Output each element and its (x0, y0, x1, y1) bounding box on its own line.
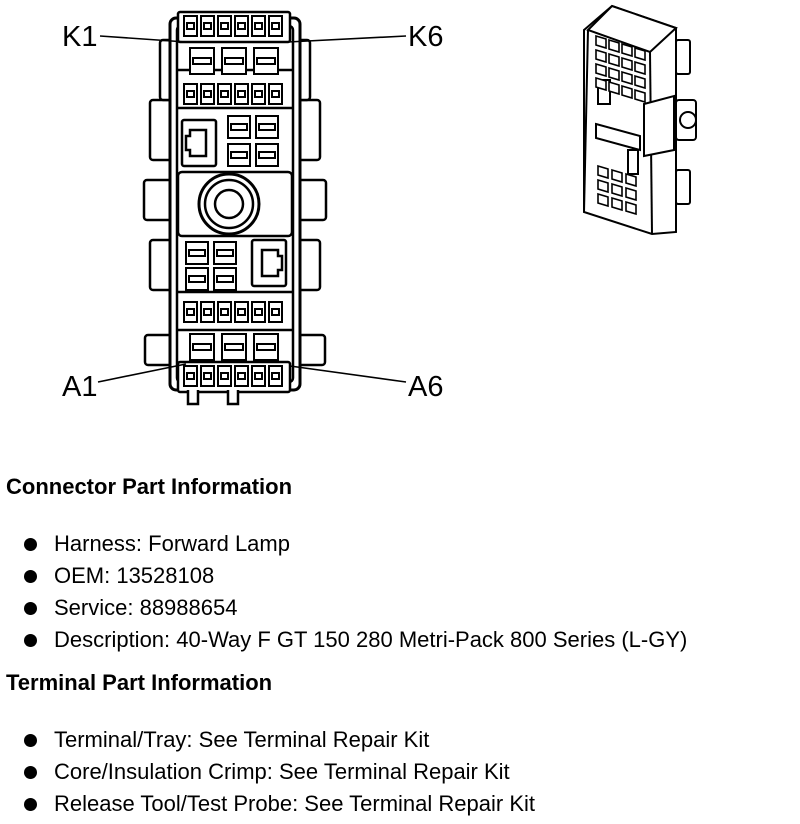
bullet-icon (24, 798, 37, 811)
iso-cavity (621, 42, 633, 58)
iso-cavity (597, 164, 609, 180)
iso-cavity (597, 178, 609, 194)
cavity-latch (216, 275, 234, 283)
cavity-latch (271, 372, 280, 380)
iso-cavity (608, 52, 620, 68)
bullet-icon (24, 766, 37, 779)
cavity-latch (254, 372, 263, 380)
cavity-latch (237, 308, 246, 316)
iso-cavity (595, 34, 607, 50)
cavity-latch (271, 308, 280, 316)
cavity-latch (188, 275, 206, 283)
terminal-info-title: Terminal Part Information (6, 670, 273, 695)
cavity-latch (216, 249, 234, 257)
cavity-latch (220, 22, 229, 30)
cavity-latch (256, 343, 276, 351)
cavity-latch (224, 343, 244, 351)
iso-cavity (597, 192, 609, 208)
iso-cavity (621, 56, 633, 72)
terminal-info-section: Terminal Part Information (6, 670, 272, 696)
iso-cavity (634, 74, 646, 90)
iso-cavity (634, 88, 646, 104)
cavity-latch (192, 343, 212, 351)
cavity-latch (203, 90, 212, 98)
connector-info-section: Connector Part Information (6, 474, 292, 500)
pin-label-k1: K1 (62, 21, 97, 53)
cavity-latch (271, 22, 280, 30)
bullet-icon (24, 734, 37, 747)
iso-cavity (608, 38, 620, 54)
cavity-latch (237, 372, 246, 380)
iso-cavity (621, 84, 633, 100)
bullet-icon (24, 602, 37, 615)
iso-cavity (595, 62, 607, 78)
cavity-latch (258, 123, 276, 131)
pin-label-a1: A1 (62, 371, 97, 403)
bullet-icon (24, 538, 37, 551)
callout-lines (97, 35, 407, 383)
terminal-cavities (183, 15, 283, 387)
cavity-latch (220, 90, 229, 98)
iso-cavity (634, 60, 646, 76)
cavity-latch (254, 22, 263, 30)
list-item: OEM: 13528108 (24, 560, 687, 592)
connector-info-list: Harness: Forward Lamp OEM: 13528108 Serv… (24, 528, 687, 656)
iso-cavity (625, 172, 637, 188)
iso-cavity (621, 70, 633, 86)
bullet-icon (24, 570, 37, 583)
pin-label-k6: K6 (408, 21, 443, 53)
cavity-latch (224, 57, 244, 65)
list-item: Core/Insulation Crimp: See Terminal Repa… (24, 756, 535, 788)
isometric-cavities (595, 34, 646, 216)
cavity-latch (271, 90, 280, 98)
iso-cavity (611, 182, 623, 198)
cavity-latch (192, 57, 212, 65)
list-item: Terminal/Tray: See Terminal Repair Kit (24, 724, 535, 756)
iso-cavity (611, 196, 623, 212)
list-item: Description: 40-Way F GT 150 280 Metri-P… (24, 624, 687, 656)
cavity-latch (230, 123, 248, 131)
cavity-latch (230, 151, 248, 159)
pin-label-a6: A6 (408, 371, 443, 403)
iso-cavity (608, 66, 620, 82)
connector-info-title: Connector Part Information (6, 474, 293, 499)
cavity-latch (186, 90, 195, 98)
iso-cavity (625, 200, 637, 216)
cavity-latch (186, 372, 195, 380)
cavity-latch (203, 22, 212, 30)
cavity-latch (258, 151, 276, 159)
iso-cavity (634, 46, 646, 62)
list-item: Harness: Forward Lamp (24, 528, 687, 560)
connector-face-view (142, 10, 328, 406)
connector-diagram: K1 K6 A1 A6 (62, 4, 697, 406)
cavity-latch (256, 57, 276, 65)
iso-cavity (611, 168, 623, 184)
iso-cavity (608, 80, 620, 96)
cavity-latch (188, 249, 206, 257)
cavity-latch (237, 22, 246, 30)
cavity-latch (254, 308, 263, 316)
cavity-latch (203, 372, 212, 380)
list-item: Service: 88988654 (24, 592, 687, 624)
bullet-icon (24, 634, 37, 647)
iso-cavity (625, 186, 637, 202)
cavity-latch (203, 308, 212, 316)
cavity-latch (186, 22, 195, 30)
cavity-latch (220, 372, 229, 380)
cavity-latch (254, 90, 263, 98)
iso-cavity (595, 48, 607, 64)
list-item: Release Tool/Test Probe: See Terminal Re… (24, 788, 535, 820)
cavity-latch (186, 308, 195, 316)
cavity-latch (220, 308, 229, 316)
iso-cavity (595, 76, 607, 92)
cavity-latch (237, 90, 246, 98)
terminal-info-list: Terminal/Tray: See Terminal Repair Kit C… (24, 724, 535, 820)
